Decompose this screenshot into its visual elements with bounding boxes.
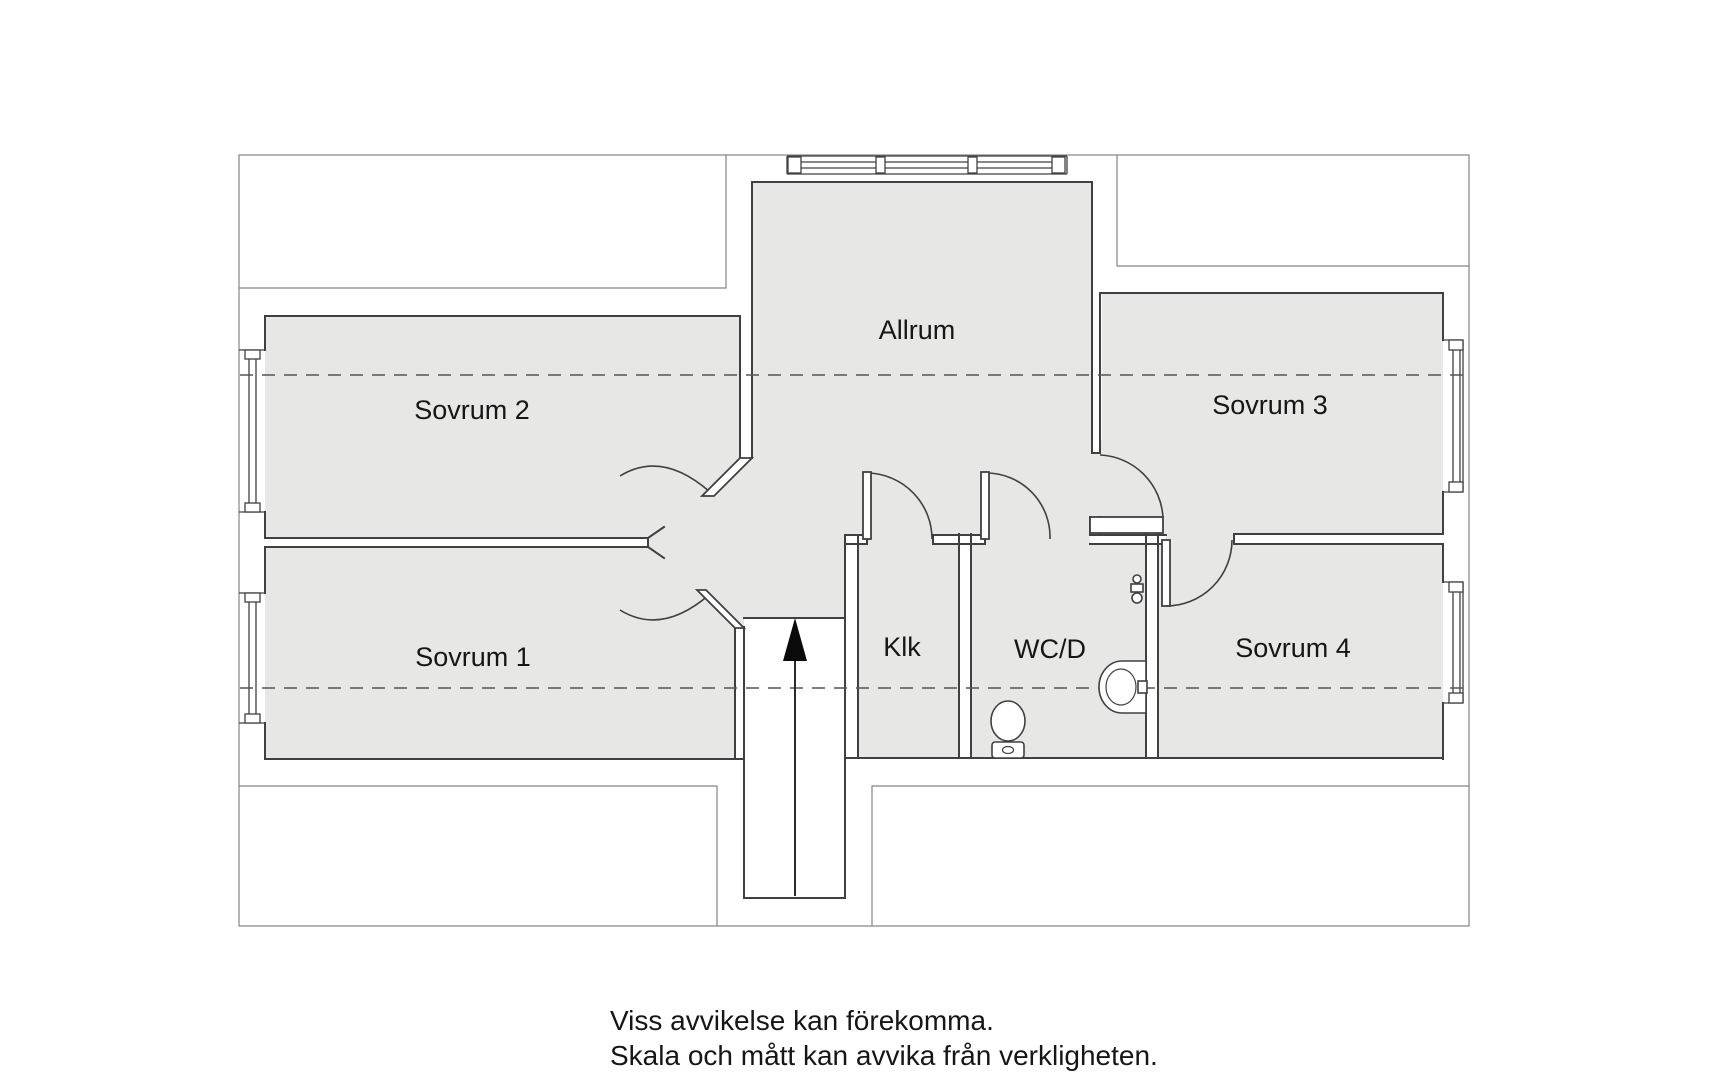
bathroom-fixtures [990, 574, 1148, 759]
door-sovrum-1 [619, 589, 747, 629]
room-klk-floor [858, 545, 959, 757]
door-sovrum-2 [619, 457, 755, 497]
door-sovrum-3 [1089, 454, 1164, 534]
disclaimer-text: Viss avvikelse kan förekomma. Skala och … [610, 1005, 1158, 1071]
windows [239, 155, 1464, 724]
window-sovrum-3 [1443, 339, 1464, 493]
door-wcd [980, 471, 1051, 540]
doors [619, 454, 1233, 629]
room-label-allrum: Allrum [879, 315, 956, 345]
disclaimer-line-2: Skala och mått kan avvika från verklighe… [610, 1040, 1158, 1071]
sink-icon [1098, 660, 1148, 714]
room-sovrum-3-floor [1102, 293, 1443, 532]
window-sovrum-2 [239, 349, 265, 513]
door-sovrum-4 [1161, 539, 1233, 607]
toilet-icon [990, 700, 1026, 759]
wall-lines [264, 181, 1444, 899]
window-sovrum-1 [239, 592, 265, 724]
disclaimer-line-1: Viss avvikelse kan förekomma. [610, 1005, 994, 1036]
stair-direction-arrow-icon [783, 618, 807, 661]
shower-mixer-icon [1130, 574, 1144, 604]
room-label-wcd: WC/D [1014, 634, 1086, 664]
room-floors [265, 182, 1443, 759]
ceiling-height-dashed-lines [240, 374, 1468, 689]
door-klk [862, 471, 933, 540]
room-sovrum-4-floor [1158, 532, 1443, 759]
room-label-sovrum-2: Sovrum 2 [414, 395, 530, 425]
room-label-sovrum-1: Sovrum 1 [415, 642, 531, 672]
building-outline [238, 154, 1470, 927]
room-labels: Allrum Sovrum 2 Sovrum 1 Sovrum 3 Sovrum… [414, 315, 1351, 672]
room-label-klk: Klk [883, 632, 921, 662]
room-label-sovrum-3: Sovrum 3 [1212, 390, 1328, 420]
window-sovrum-4 [1443, 581, 1464, 704]
room-label-sovrum-4: Sovrum 4 [1235, 633, 1351, 663]
stairs [783, 618, 807, 896]
window-allrum [786, 155, 1068, 175]
